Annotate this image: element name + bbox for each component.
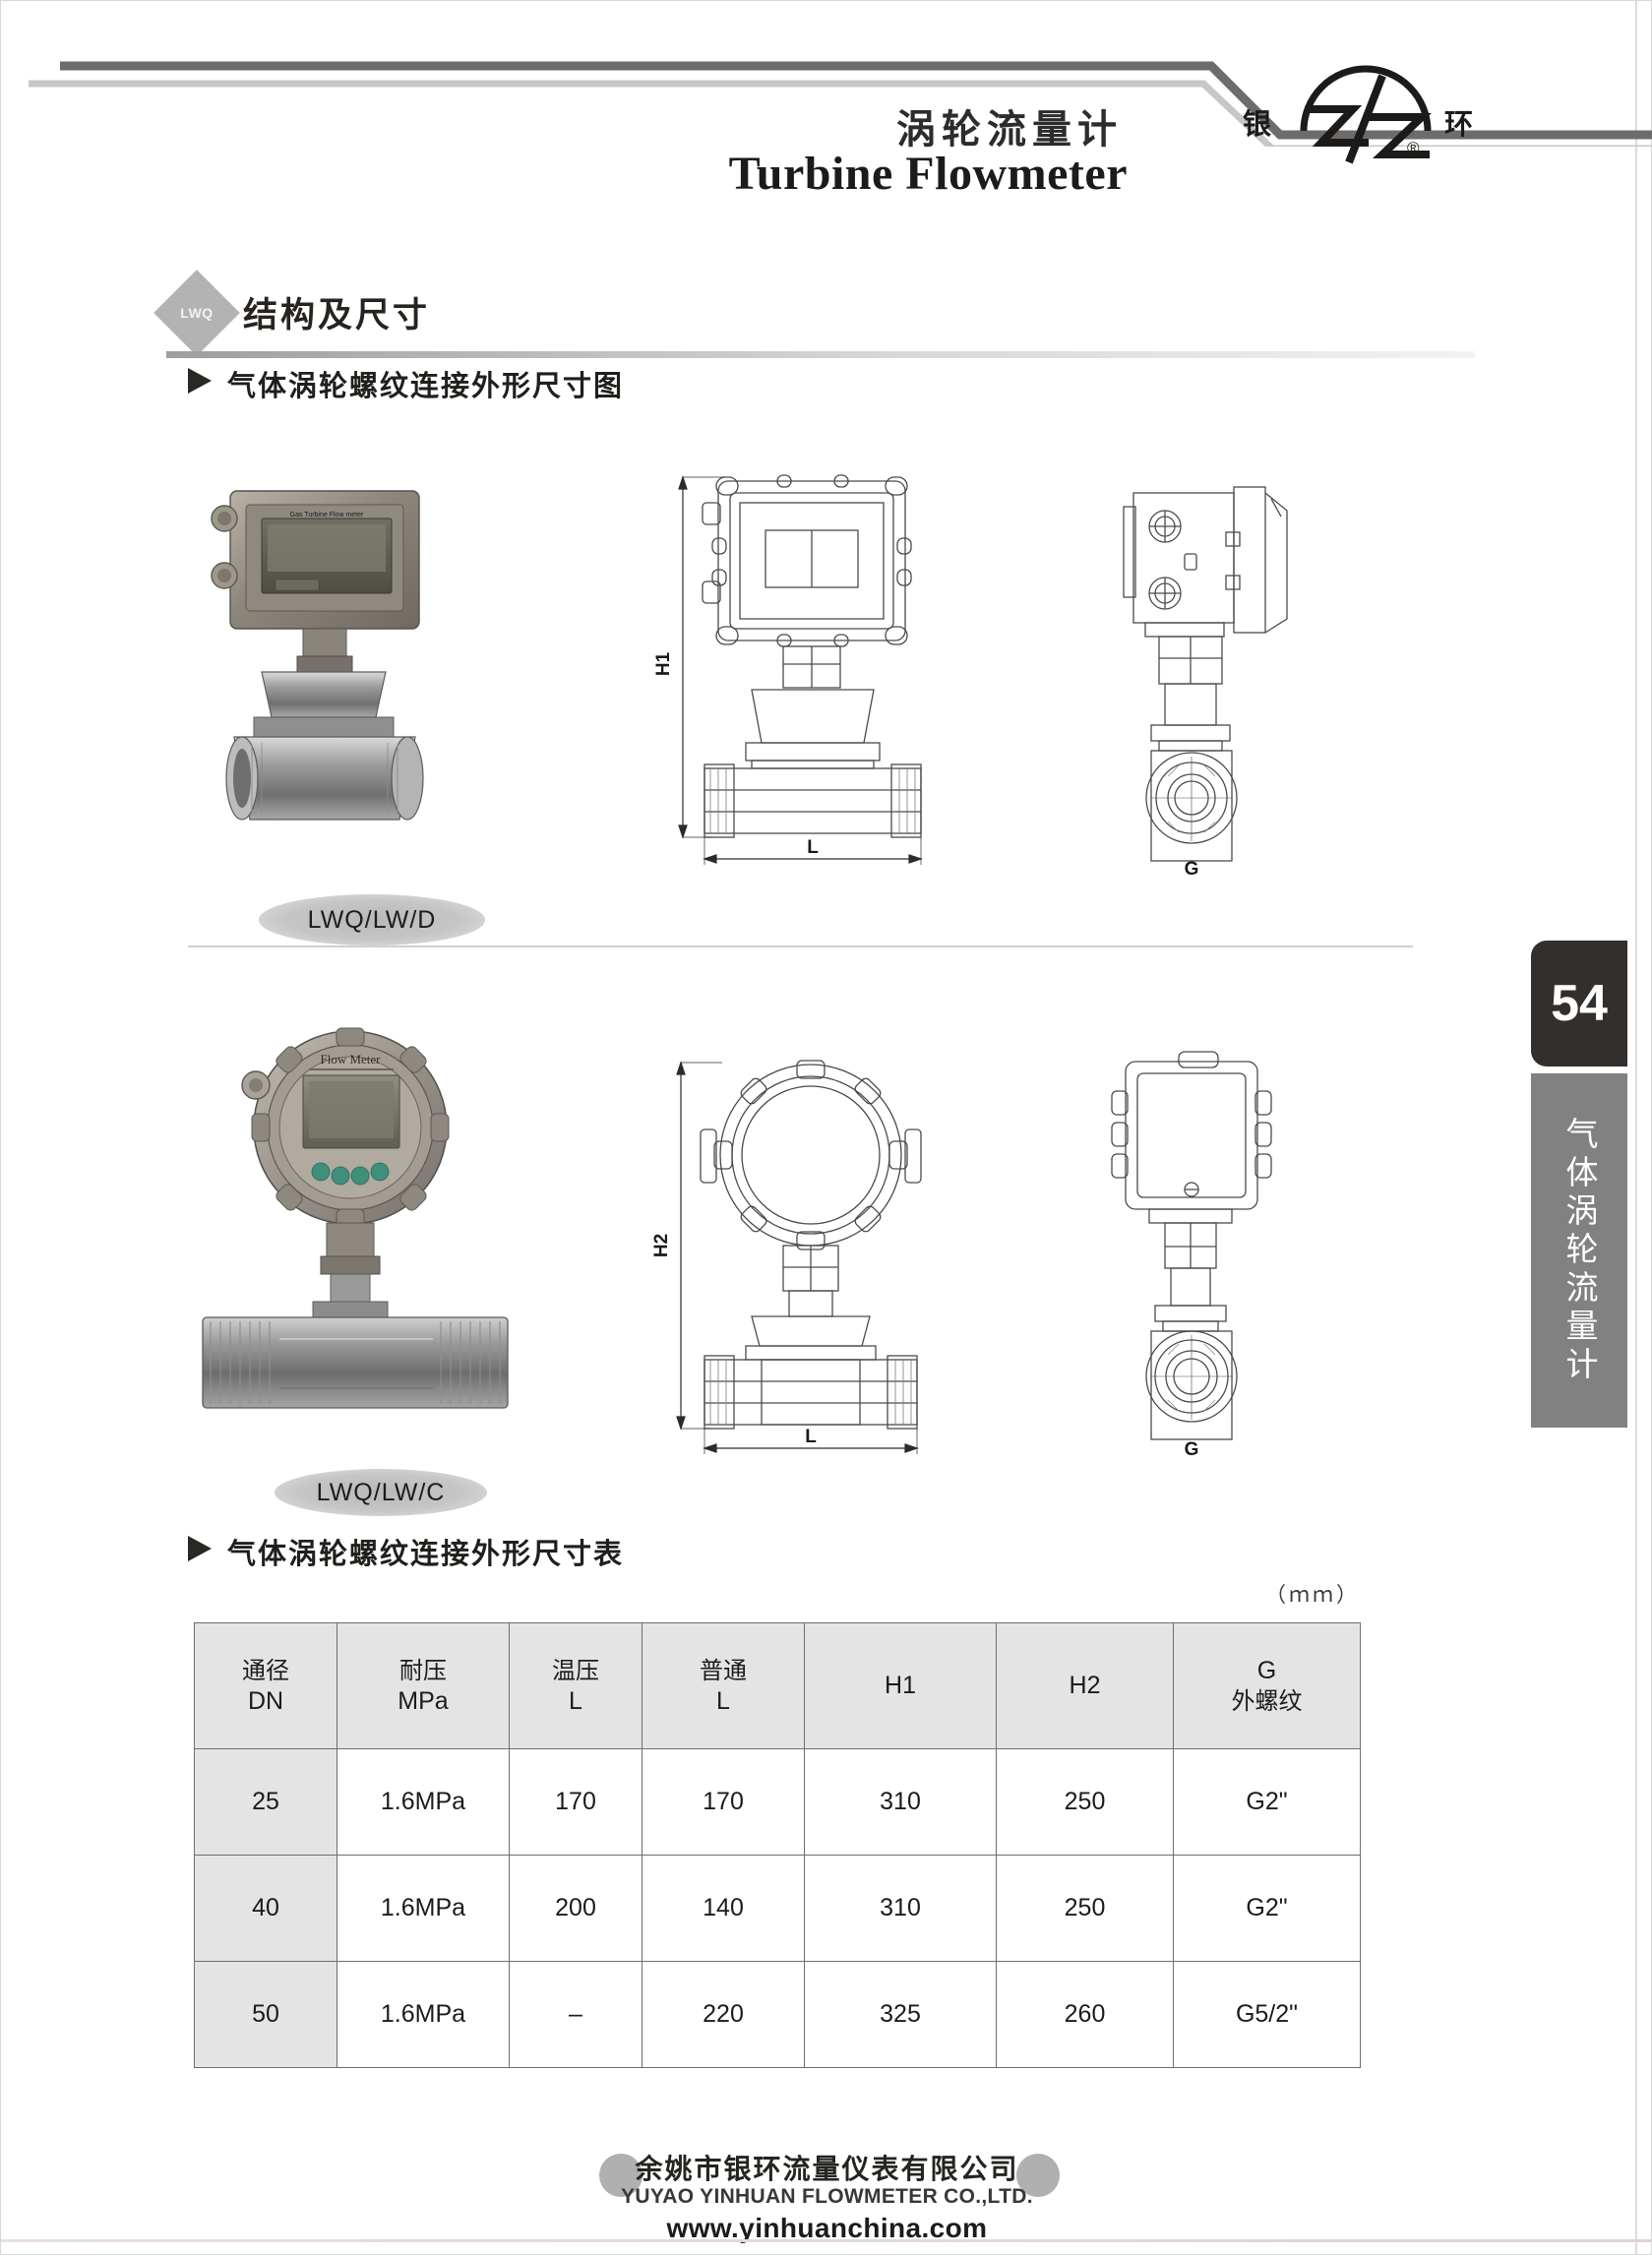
- dimension-label-h2: H2: [651, 1234, 672, 1257]
- lwq-badge-label: LWQ: [180, 305, 214, 321]
- dimension-label-g-2: G: [1185, 1439, 1199, 1460]
- brand-logo: 银 ® 环: [1243, 52, 1499, 170]
- section-divider: [166, 351, 1475, 358]
- cell-mpa: 1.6MPa: [337, 1748, 510, 1856]
- triangle-bullet-icon-2: [188, 1536, 212, 1561]
- cell-normal-l: 220: [642, 1961, 805, 2068]
- table-header-temp-l: 温压 L: [509, 1622, 642, 1749]
- cell-h1: 325: [804, 1961, 997, 2068]
- table-body: 25 1.6MPa 170 170 310 250 G2" 40 1.6MPa …: [194, 1748, 1361, 2068]
- cell-g: G2": [1173, 1855, 1361, 1962]
- table-header-h1: H1: [804, 1622, 997, 1749]
- page-footer: 余姚市银环流量仪表有限公司 YUYAO YINHUAN FLOWMETER CO…: [1, 2146, 1652, 2255]
- figure-row-divider: [188, 945, 1413, 947]
- cell-normal-l: 140: [642, 1855, 805, 1962]
- model-label-lwq-lw-d: LWQ/LW/D: [259, 894, 485, 945]
- yinhuan-logo-icon: [1300, 65, 1433, 164]
- cell-g: G2": [1173, 1748, 1361, 1856]
- footer-rule: [1, 2239, 1652, 2242]
- table-header-dn-en: DN: [247, 1686, 284, 1715]
- subheading-2-label: 气体涡轮螺纹连接外形尺寸表: [227, 1537, 625, 1570]
- technical-drawing-front-view-1: H1 L: [653, 474, 923, 865]
- table-header-h2: H2: [996, 1622, 1174, 1749]
- cell-h2: 250: [996, 1855, 1174, 1962]
- model-label-lwq-lw-c: LWQ/LW/C: [275, 1469, 487, 1516]
- table-header-h2-en: H2: [1069, 1672, 1101, 1700]
- logo-char-right: 环: [1444, 107, 1474, 141]
- table-header-dn: 通径 DN: [194, 1622, 337, 1749]
- product-photo-lwq-lw-c: Flow Meter: [202, 1027, 509, 1409]
- page-number-tab: 54: [1531, 941, 1627, 1067]
- footer-company-cn: 余姚市银环流量仪表有限公司: [635, 2153, 1019, 2185]
- table-row: 40 1.6MPa 200 140 310 250 G2": [194, 1855, 1361, 1962]
- section-title: 结构及尺寸: [243, 296, 431, 335]
- section-heading: LWQ 结构及尺寸: [153, 270, 1475, 361]
- dimension-table: 通径 DN 耐压 MPa 温压 L 普通 L: [194, 1622, 1361, 2068]
- dimension-label-l-1: L: [807, 837, 819, 858]
- side-tab-label: 气体涡轮流量计: [1560, 1116, 1599, 1385]
- dimension-table-wrapper: （ｍｍ） 通径 DN 耐压 MPa 温压 L: [194, 1584, 1361, 2068]
- table-unit-note: （ｍｍ）: [1265, 1584, 1360, 1607]
- page-header: 涡轮流量计 Turbine Flowmeter 银 ® 环: [1, 1, 1652, 247]
- technical-drawing-side-view-1: G: [1123, 486, 1288, 880]
- page-title-en: Turbine Flowmeter: [728, 148, 1128, 200]
- table-header-mpa: 耐压 MPa: [337, 1622, 510, 1749]
- product-photo-lwq-lw-d: Gas Turbine Flow meter: [211, 490, 424, 821]
- logo-char-left: 银: [1243, 107, 1272, 141]
- cell-temp-l: 170: [509, 1748, 642, 1856]
- subheading-dimension-drawing: 气体涡轮螺纹连接外形尺寸图: [188, 363, 624, 404]
- cell-temp-l: –: [509, 1961, 642, 2068]
- footer-dot-left-icon: [599, 2154, 642, 2197]
- section-side-tab: 气体涡轮流量计: [1531, 1073, 1627, 1428]
- table-header-dn-cn: 通径: [242, 1657, 289, 1684]
- cell-normal-l: 170: [642, 1748, 805, 1856]
- table-header-normal-l-en: L: [716, 1686, 730, 1715]
- cell-h1: 310: [804, 1748, 997, 1856]
- cell-h1: 310: [804, 1855, 997, 1962]
- table-header-mpa-en: MPa: [398, 1686, 449, 1715]
- table-header-normal-l: 普通 L: [642, 1622, 805, 1749]
- technical-drawing-side-view-2: G: [1111, 1051, 1272, 1460]
- table-header-g: G 外螺纹: [1173, 1622, 1361, 1749]
- cell-dn: 25: [194, 1748, 337, 1856]
- cell-dn: 50: [194, 1961, 337, 2068]
- table-header-temp-l-cn: 温压: [552, 1657, 599, 1684]
- triangle-bullet-icon: [188, 368, 212, 394]
- cell-temp-l: 200: [509, 1855, 642, 1962]
- cell-mpa: 1.6MPa: [337, 1961, 510, 2068]
- table-header-temp-l-en: L: [569, 1686, 582, 1715]
- cell-g: G5/2": [1173, 1961, 1361, 2068]
- registered-trademark-icon: ®: [1407, 139, 1420, 157]
- table-header-g-en: G: [1256, 1657, 1277, 1684]
- svg-text:Gas Turbine Flow meter: Gas Turbine Flow meter: [290, 512, 364, 518]
- table-header-h1-en: H1: [885, 1672, 916, 1700]
- cell-dn: 40: [194, 1855, 337, 1962]
- svg-text:Flow Meter: Flow Meter: [320, 1052, 381, 1067]
- model-label-1-text: LWQ/LW/D: [307, 905, 437, 934]
- footer-dot-right-icon: [1016, 2154, 1060, 2197]
- table-row: 25 1.6MPa 170 170 310 250 G2": [194, 1748, 1361, 1856]
- table-row: 50 1.6MPa – 220 325 260 G5/2": [194, 1961, 1361, 2068]
- subheading-1-label: 气体涡轮螺纹连接外形尺寸图: [227, 369, 625, 402]
- right-edge-line: [1635, 1, 1637, 2255]
- dimension-label-g-1: G: [1185, 859, 1199, 880]
- model-label-2-text: LWQ/LW/C: [316, 1478, 446, 1506]
- cell-h2: 250: [996, 1748, 1174, 1856]
- cell-mpa: 1.6MPa: [337, 1855, 510, 1962]
- subheading-dimension-table: 气体涡轮螺纹连接外形尺寸表: [188, 1531, 624, 1572]
- table-header-normal-l-cn: 普通: [700, 1657, 747, 1684]
- dimension-label-l-2: L: [805, 1427, 817, 1447]
- dimension-label-h1: H1: [653, 651, 674, 676]
- header-rule-graphic: [29, 61, 1652, 147]
- footer-website[interactable]: www.yinhuanchina.com: [666, 2213, 988, 2243]
- footer-company-en: YUYAO YINHUAN FLOWMETER CO.,LTD.: [621, 2185, 1033, 2208]
- page-number-text: 54: [1551, 975, 1608, 1032]
- technical-drawing-front-view-2: H2 L: [651, 1060, 922, 1454]
- table-header-mpa-cn: 耐压: [399, 1657, 447, 1684]
- table-header-row: 通径 DN 耐压 MPa 温压 L 普通 L: [194, 1622, 1361, 1749]
- table-header-g-cn: 外螺纹: [1231, 1686, 1303, 1715]
- cell-h2: 260: [996, 1961, 1174, 2068]
- page-title-cn: 涡轮流量计: [896, 107, 1123, 152]
